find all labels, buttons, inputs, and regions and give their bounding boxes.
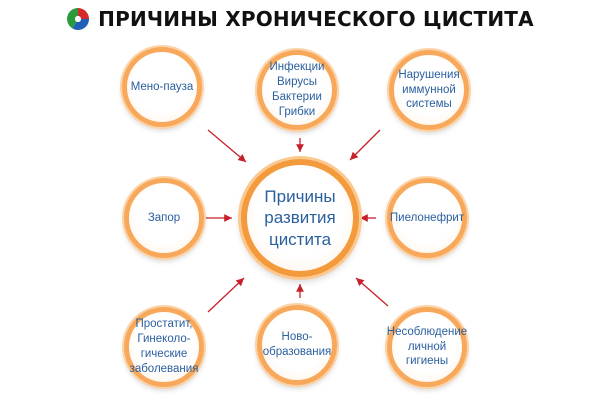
node-label: Простатит, Гинеколо- гические заболевани… (129, 318, 199, 375)
node-constipation: Запор (124, 178, 204, 258)
node-hygiene: Несоблюдение личной гигиены (387, 307, 467, 387)
node-label: Несоблюдение личной гигиены (386, 325, 468, 368)
node-prostatitis: Простатит, Гинеколо- гические заболевани… (124, 307, 204, 387)
arrow-immune (349, 129, 381, 161)
node-pyelonephritis: Пиелонефрит (387, 178, 467, 258)
arrow-prostatitis (207, 277, 245, 313)
node-label: Мено-пауза (130, 80, 194, 93)
node-menopause: Мено-пауза (122, 47, 202, 127)
tricolor-swirl-icon (67, 8, 90, 30)
node-neoplasms: Ново- образования (257, 305, 337, 385)
page-title: ПРИЧИНЫ ХРОНИЧЕСКОГО ЦИСТИТА (98, 7, 534, 31)
center-node-label: Причины развития цистита (264, 187, 336, 249)
node-label: Ново- образования (262, 331, 332, 358)
arrow-hygiene (355, 277, 389, 307)
node-immune: Нарушения иммунной системы (389, 50, 469, 130)
node-label: Инфекции Вирусы Бактерии Грибки (269, 61, 325, 118)
arrow-menopause (207, 129, 247, 163)
node-label: Запор (147, 211, 181, 224)
node-infections: Инфекции Вирусы Бактерии Грибки (257, 50, 337, 130)
node-label: Пиелонефрит (389, 211, 465, 224)
header: ПРИЧИНЫ ХРОНИЧЕСКОГО ЦИСТИТА (0, 4, 600, 34)
center-node: Причины развития цистита (241, 159, 359, 277)
node-label: Нарушения иммунной системы (398, 68, 460, 111)
